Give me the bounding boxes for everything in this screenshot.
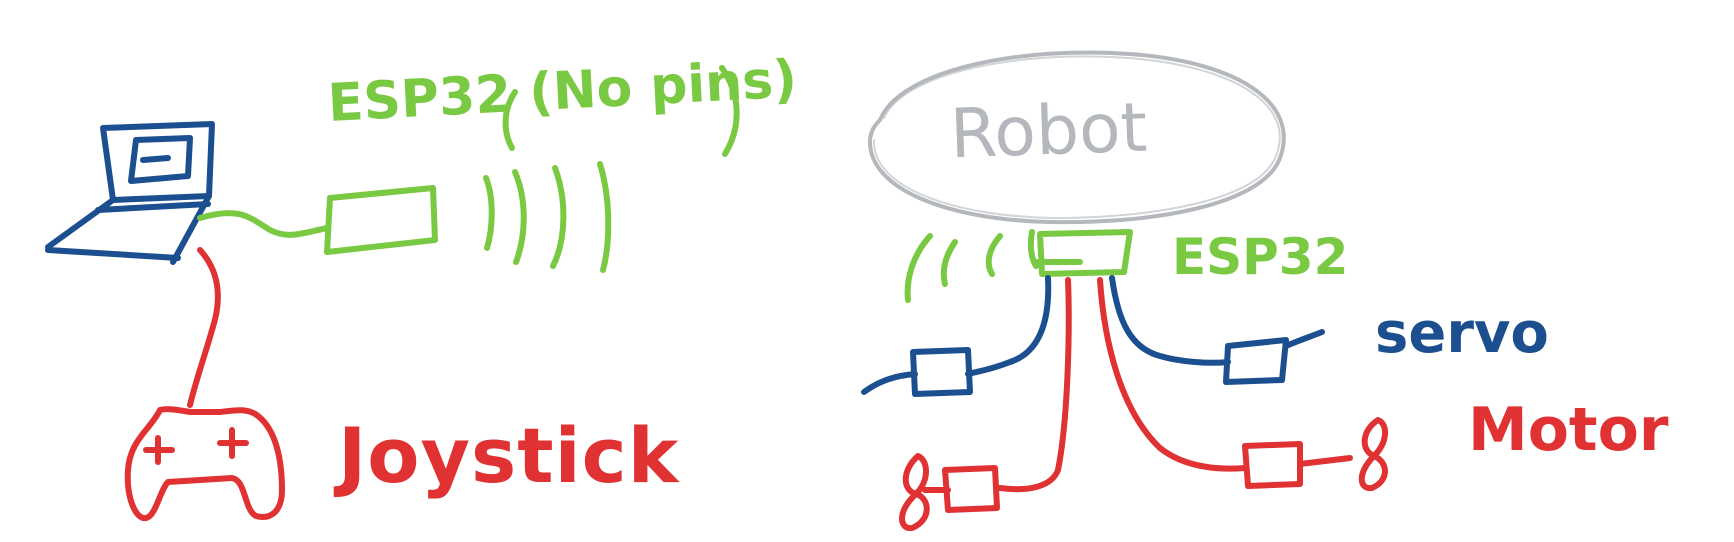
laptop-icon	[45, 121, 215, 265]
usb-cable-green	[197, 210, 331, 238]
servo-left-lead	[861, 371, 918, 395]
motor-left-wire	[997, 277, 1072, 493]
motor-left-propeller	[899, 453, 930, 532]
gamepad-icon	[124, 406, 285, 521]
robot-outline-sketch	[872, 55, 1281, 219]
servo-right-wire	[1109, 275, 1231, 366]
motor-right-propeller	[1358, 417, 1388, 492]
servo-label: servo	[1375, 301, 1549, 366]
esp32-right-label: ESP32	[1172, 228, 1349, 286]
motor-label: Motor	[1468, 395, 1669, 465]
robot-outline	[867, 50, 1286, 225]
esp32-left-label-parens	[502, 65, 740, 157]
wireless-waves-icon	[483, 161, 612, 273]
motor-right-box	[1242, 441, 1303, 489]
esp32-left-box	[324, 185, 438, 255]
usb-cable-red	[187, 247, 221, 408]
motor-left-box	[942, 465, 1000, 513]
esp32-right-box	[1037, 229, 1133, 277]
motor-right-shaft	[1297, 455, 1353, 467]
servo-left-box	[910, 347, 973, 397]
servo-left-wire	[965, 275, 1052, 377]
servo-right-lead	[1283, 329, 1325, 349]
joystick-label: Joystick	[338, 411, 680, 500]
robot-label: Robot	[948, 88, 1149, 175]
wireless-waves-icon	[904, 229, 1039, 303]
servo-right-box	[1223, 337, 1289, 385]
motor-right-wire	[1097, 277, 1248, 472]
